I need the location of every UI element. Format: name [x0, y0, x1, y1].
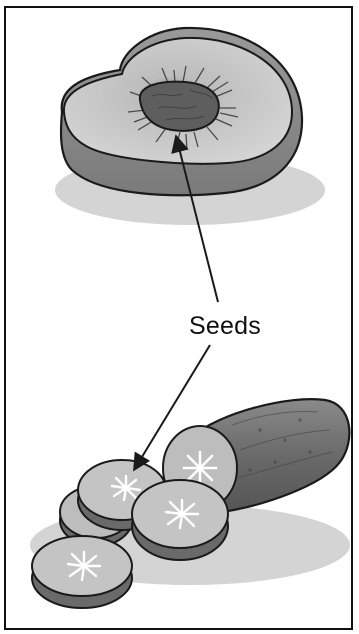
cucumber-slice-3 [32, 536, 132, 608]
seeds-label: Seeds [170, 309, 280, 343]
cucumber-icon [30, 399, 350, 608]
peach-half-icon [55, 28, 325, 225]
cut-end-seeds [184, 452, 216, 484]
cucumber-slice-2 [132, 480, 228, 560]
